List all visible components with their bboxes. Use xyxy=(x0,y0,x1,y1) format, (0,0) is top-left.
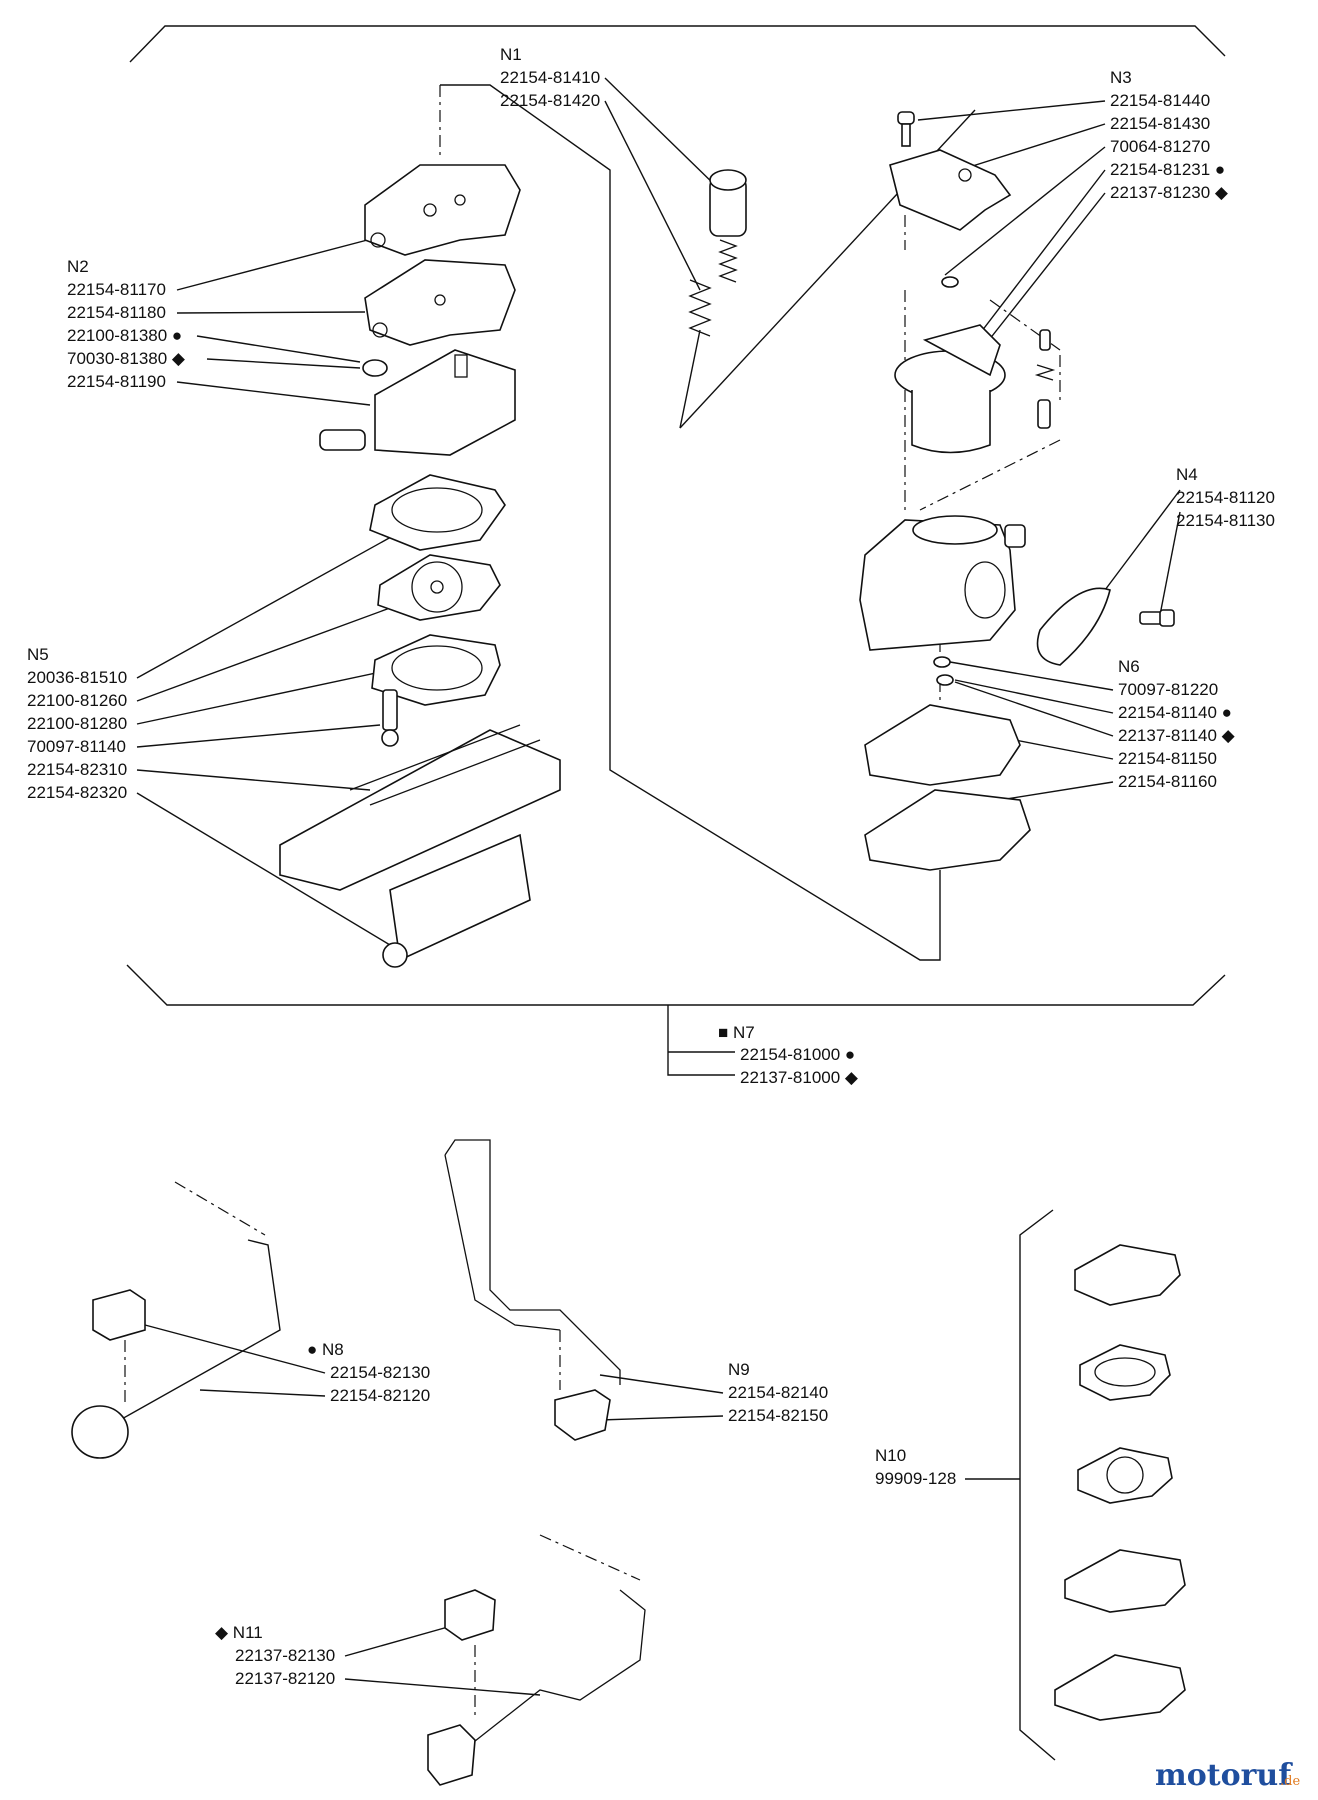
kit-gasket-part xyxy=(1054,1654,1186,1721)
spring-part xyxy=(688,279,712,337)
part-label: 22154-82150 xyxy=(728,1406,828,1425)
screw-part xyxy=(381,689,399,747)
part-label: 70030-81380 ◆ xyxy=(67,349,186,368)
part-label: 22137-82130 xyxy=(235,1646,335,1665)
group-n2-id: N2 xyxy=(67,257,89,276)
kit-gasket-part xyxy=(1079,1344,1171,1401)
washer-part xyxy=(941,276,959,288)
group-n8-id: ● N8 xyxy=(307,1340,344,1359)
part-label: 70064-81270 xyxy=(1110,137,1210,156)
part-label: 70097-81140 xyxy=(27,737,126,756)
part-label: 22137-81230 ◆ xyxy=(1110,183,1229,202)
screw-part xyxy=(897,111,915,147)
metering-diaphragm-part xyxy=(864,704,1021,786)
group-n11: ◆ N11 22137-82130 22137-82120 xyxy=(215,1534,646,1786)
kit-diaphragm-part xyxy=(1077,1447,1173,1504)
part-label: 22100-81380 ● xyxy=(67,326,182,345)
part-label: 22154-81440 xyxy=(1110,91,1210,110)
part-label: 22154-82140 xyxy=(728,1383,828,1402)
part-label: 22154-81140 ● xyxy=(1118,703,1232,722)
part-label: 22154-81000 ● xyxy=(740,1045,855,1064)
watermark-brand: motoruf xyxy=(1155,1758,1293,1793)
part-label: 22154-82310 xyxy=(27,760,127,779)
throttle-barrel-part xyxy=(894,324,1006,454)
part-label: 22154-81120 xyxy=(1176,488,1275,507)
screw-part xyxy=(1139,609,1175,627)
cover-plate-part xyxy=(279,724,561,891)
kit-gasket-part xyxy=(1074,1244,1181,1306)
valve-part xyxy=(362,359,388,377)
watermark-suffix: .de xyxy=(1280,1774,1300,1789)
group-n5-id: N5 xyxy=(27,645,49,664)
part-label: 22154-81420 xyxy=(500,91,600,110)
group-n3: N3 22154-81440 22154-81430 70064-81270 2… xyxy=(889,68,1229,454)
lever-block-part xyxy=(444,1589,496,1641)
group-n4: N4 22154-81120 22154-81130 xyxy=(1036,465,1275,666)
main-frame xyxy=(126,25,1226,1076)
watermark-logo: motoruf .de xyxy=(1155,1758,1300,1793)
group-n8: ● N8 22154-82130 22154-82120 xyxy=(71,1181,430,1459)
group-n4-id: N4 xyxy=(1176,465,1198,484)
pump-gasket-part xyxy=(364,259,516,346)
group-n3-id: N3 xyxy=(1110,68,1132,87)
carburetor-body-part xyxy=(859,515,1026,651)
part-label: 22154-81150 xyxy=(1118,749,1217,768)
group-n11-id: ◆ N11 xyxy=(215,1623,263,1642)
diaphragm-part xyxy=(377,554,501,621)
group-n5: N5 20036-81510 22100-81260 22100-81280 7… xyxy=(27,474,561,968)
lever-block-part xyxy=(92,1289,146,1341)
group-n7-id: ■ N7 xyxy=(718,1023,755,1042)
part-label: 22154-82320 xyxy=(27,783,127,802)
part-label: 22100-81260 xyxy=(27,691,127,710)
part-label: 22154-81430 xyxy=(1110,114,1210,133)
group-n1: N1 22154-81410 22154-81420 xyxy=(500,45,976,429)
part-label: 22137-81000 ◆ xyxy=(740,1068,859,1087)
guide-lines xyxy=(439,84,1061,961)
adjusting-screw-part xyxy=(709,169,747,283)
gasket-part xyxy=(371,634,501,706)
choke-plate-part xyxy=(1036,587,1111,666)
part-label: 70097-81220 xyxy=(1118,680,1218,699)
pump-cover-part xyxy=(364,164,521,256)
lever-block-part xyxy=(554,1389,611,1441)
pump-body-part xyxy=(319,349,516,456)
part-label: 20036-81510 xyxy=(27,668,127,687)
knob-part xyxy=(427,1724,476,1786)
group-n2: N2 22154-81170 22154-81180 22100-81380 ●… xyxy=(67,164,521,456)
group-n6: N6 70097-81220 22154-81140 ● 22137-81140… xyxy=(864,656,1236,871)
part-label: 22154-81180 xyxy=(67,303,166,322)
knob-part xyxy=(71,1405,129,1459)
group-n7: ■ N7 22154-81000 ● 22137-81000 ◆ xyxy=(718,1023,859,1087)
part-label: 22154-82120 xyxy=(330,1386,430,1405)
group-n6-id: N6 xyxy=(1118,657,1140,676)
part-label: 22154-81231 ● xyxy=(1110,160,1225,179)
kit-diaphragm-part xyxy=(1064,1549,1186,1613)
group-n1-id: N1 xyxy=(500,45,522,64)
group-n9: N9 22154-82140 22154-82150 xyxy=(444,1139,828,1441)
part-label: 22137-82120 xyxy=(235,1669,335,1688)
gasket-part xyxy=(369,474,506,551)
group-n10: N10 99909-128 xyxy=(875,1209,1186,1761)
bracket-part xyxy=(382,833,531,968)
valve-part xyxy=(933,656,954,686)
part-label: 22137-81140 ◆ xyxy=(1118,726,1236,745)
part-label: 22154-81170 xyxy=(67,280,166,299)
needle-part xyxy=(1034,329,1056,429)
part-label: 22154-81410 xyxy=(500,68,600,87)
group-n9-id: N9 xyxy=(728,1360,750,1379)
part-label: 22154-81190 xyxy=(67,372,166,391)
part-label: 22100-81280 xyxy=(27,714,127,733)
part-label: 99909-128 xyxy=(875,1469,956,1488)
throttle-lever-part xyxy=(889,149,1012,231)
group-n10-id: N10 xyxy=(875,1446,906,1465)
metering-cover-part xyxy=(864,789,1031,871)
part-label: 22154-81160 xyxy=(1118,772,1217,791)
part-label: 22154-81130 xyxy=(1176,511,1275,530)
part-label: 22154-82130 xyxy=(330,1363,430,1382)
